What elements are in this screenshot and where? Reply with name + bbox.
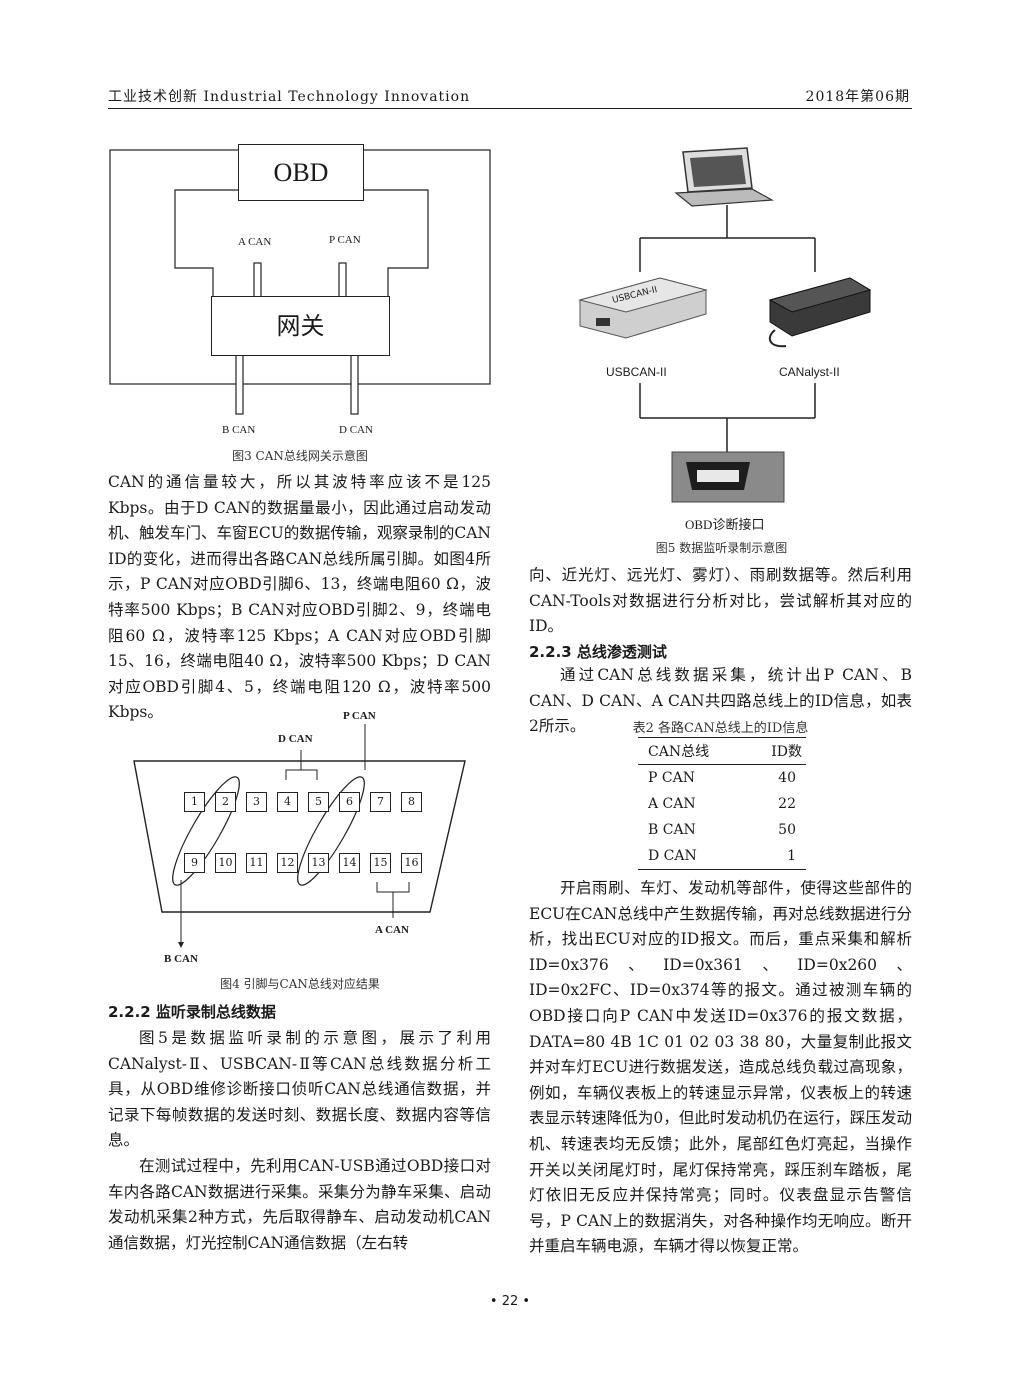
- fig3-caption: 图3 CAN总线网关示意图: [232, 449, 368, 463]
- table-header: CAN总线: [638, 737, 749, 765]
- fig5-diagram: USBCAN-II: [578, 147, 872, 503]
- table-row: D CAN 1: [638, 843, 806, 870]
- section-2-2-3-body: 开启雨刷、车灯、发动机等部件，使得这些部件的ECU在CAN总线中产生数据传输，再…: [529, 876, 912, 1260]
- table-row: P CAN 40: [638, 765, 806, 792]
- fig4-connector: [133, 724, 466, 948]
- pin-15: 15: [370, 853, 391, 873]
- pin-4: 4: [277, 792, 298, 812]
- pin-8: 8: [401, 792, 422, 812]
- pin-11: 11: [246, 853, 267, 873]
- fig5-obd-port-label: OBD诊断接口: [685, 517, 765, 532]
- fig4-d-can-label: D CAN: [278, 733, 313, 745]
- table-cell: 50: [778, 822, 796, 838]
- section-2-2-2-body: 图5是数据监听录制的示意图，展示了利用CANalyst-Ⅱ、USBCAN-Ⅱ等C…: [108, 1026, 491, 1256]
- body-text: 开启雨刷、车灯、发动机等部件，使得这些部件的ECU在CAN总线中产生数据传输，再…: [529, 879, 912, 1256]
- fig5-usbcan-label: USBCAN-II: [606, 365, 667, 379]
- pin-2: 2: [215, 792, 236, 812]
- pin-3: 3: [246, 792, 267, 812]
- table-cell: A CAN: [648, 796, 696, 812]
- table-cell: B CAN: [648, 822, 696, 838]
- fig4-a-can-label: A CAN: [375, 924, 409, 936]
- issue-label: 2018年第06期: [805, 89, 910, 105]
- section-2-2-3-title: 2.2.3 总线渗透测试: [529, 643, 667, 661]
- fig3-d-can-label: D CAN: [339, 424, 373, 436]
- pin-12: 12: [277, 853, 298, 873]
- body-text: CAN的通信量较大，所以其波特率应该不是125 Kbps。由于D CAN的数据量…: [108, 473, 491, 722]
- pin-5: 5: [308, 792, 329, 812]
- section-2-2-2-title: 2.2.2 监听录制总线数据: [108, 1003, 276, 1021]
- pin-16: 16: [401, 853, 422, 873]
- right-paragraph-1: 向、近光灯、远光灯、雾灯）、雨刷数据等。然后利用CAN-Tools对数据进行分析…: [529, 563, 912, 640]
- page-number: • 22 •: [489, 1294, 531, 1309]
- left-paragraph-1: CAN的通信量较大，所以其波特率应该不是125 Kbps。由于D CAN的数据量…: [108, 470, 491, 726]
- table-row: B CAN 50: [638, 817, 806, 843]
- body-text: 向、近光灯、远光灯、雾灯）、雨刷数据等。然后利用CAN-Tools对数据进行分析…: [529, 566, 912, 636]
- body-text: 图5是数据监听录制的示意图，展示了利用CANalyst-Ⅱ、USBCAN-Ⅱ等C…: [108, 1029, 491, 1150]
- header-rule: [108, 108, 912, 109]
- fig4-p-can-label: P CAN: [343, 710, 376, 722]
- fig5-caption: 图5 数据监听录制示意图: [655, 541, 788, 555]
- table-header: ID数: [748, 737, 806, 765]
- table-cell: 40: [778, 770, 796, 786]
- fig3-a-can-label: A CAN: [238, 236, 272, 248]
- pin-1: 1: [184, 792, 205, 812]
- pin-7: 7: [370, 792, 391, 812]
- pin-13: 13: [308, 853, 329, 873]
- table-row: A CAN 22: [638, 791, 806, 817]
- fig3-b-can-label: B CAN: [222, 424, 256, 436]
- table-cell: D CAN: [638, 843, 749, 870]
- body-text: 在测试过程中，先利用CAN-USB通过OBD接口对车内各路CAN数据进行采集。采…: [108, 1156, 491, 1252]
- section-2-2-3-intro: 通过CAN总线数据采集，统计出P CAN、B CAN、D CAN、A CAN共四…: [529, 663, 912, 740]
- fig4-b-can-label: B CAN: [164, 953, 198, 965]
- id-count-table: CAN总线 ID数 P CAN 40 A CAN 22 B CAN 50 D C…: [638, 737, 806, 870]
- table-header-row: CAN总线 ID数: [638, 737, 806, 765]
- gateway-box: 网关: [211, 296, 390, 356]
- fig4-caption: 图4 引脚与CAN总线对应结果: [220, 977, 380, 991]
- table-cell: 1: [748, 843, 806, 870]
- pin-6: 6: [339, 792, 360, 812]
- fig5-canalyst-label: CANalyst-II: [779, 365, 840, 379]
- pin-10: 10: [215, 853, 236, 873]
- fig3-p-can-label: P CAN: [329, 234, 361, 246]
- pin-14: 14: [339, 853, 360, 873]
- obd-box: OBD: [238, 144, 364, 201]
- table-cell: 22: [778, 796, 796, 812]
- table-cell: P CAN: [648, 770, 695, 786]
- table-2-caption: 表2 各路CAN总线上的ID信息: [632, 721, 809, 736]
- pin-9: 9: [184, 853, 205, 873]
- body-text: 通过CAN总线数据采集，统计出P CAN、B CAN、D CAN、A CAN共四…: [529, 666, 912, 736]
- journal-title: 工业技术创新 Industrial Technology Innovation: [108, 89, 471, 105]
